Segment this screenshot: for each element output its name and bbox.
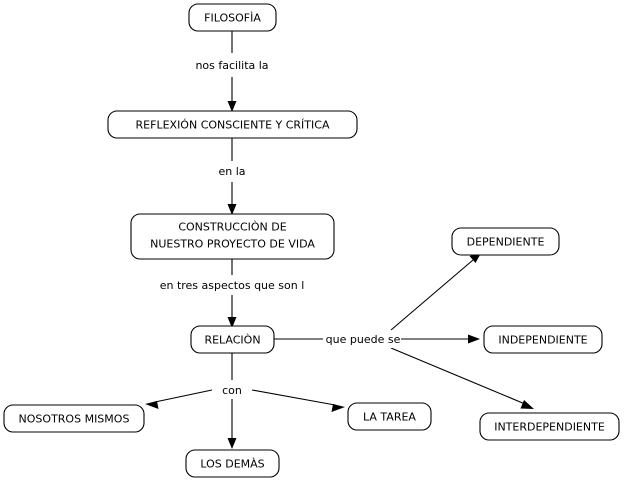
node-label: REFLEXIÓN CONSCIENTE Y CRÍTICA — [136, 119, 330, 132]
node-shape[interactable] — [188, 3, 277, 32]
node-relacion[interactable]: RELACIÒN — [190, 325, 275, 354]
node-label-line1: CONSTRUCCIÒN DE — [178, 221, 286, 234]
edge-label-text: que puede se — [326, 333, 401, 346]
edge-label-nos-facilita-la: nos facilita la — [180, 57, 284, 74]
edge-label-con: con — [214, 382, 250, 399]
arrowhead-icon — [227, 101, 237, 112]
edge-filosofia-to-reflexion — [227, 31, 237, 112]
node-shape[interactable] — [107, 110, 358, 139]
edge-label-text: en tres aspectos que son l — [160, 279, 305, 292]
arrowhead-icon — [145, 401, 159, 409]
node-los-demas[interactable]: LOS DEMÀS — [185, 449, 280, 478]
node-dependiente[interactable]: DEPENDIENTE — [451, 227, 560, 256]
node-shape[interactable] — [185, 449, 280, 478]
arrowhead-icon — [227, 438, 237, 449]
node-label: FILOSOFÌA — [204, 12, 261, 25]
node-shape[interactable] — [130, 213, 335, 260]
edge-label-text: en la — [218, 165, 245, 178]
node-label: INTERDEPENDIENTE — [494, 421, 605, 434]
edge-reflexion-to-construccion — [227, 137, 237, 215]
edge-label-en-la: en la — [207, 163, 257, 180]
node-shape[interactable] — [483, 325, 603, 354]
arrowhead-icon — [331, 404, 345, 412]
node-interdependiente[interactable]: INTERDEPENDIENTE — [479, 412, 620, 441]
node-shape[interactable] — [190, 325, 275, 354]
edge-que-puede-se-to-interdependiente — [390, 347, 534, 409]
node-label-line2: NUESTRO PROYECTO DE VIDA — [150, 238, 315, 251]
node-shape[interactable] — [451, 227, 560, 256]
node-label: RELACIÒN — [204, 334, 260, 347]
node-shape[interactable] — [479, 412, 620, 441]
node-reflexion-consciente-y-critica[interactable]: REFLEXIÓN CONSCIENTE Y CRÍTICA — [107, 110, 358, 139]
arrowhead-icon — [520, 400, 534, 409]
edge-label-que-puede-se: que puede se — [325, 331, 401, 348]
arrowhead-icon — [227, 204, 237, 215]
edge-construccion-to-relacion — [227, 258, 237, 328]
node-independiente[interactable]: INDEPENDIENTE — [483, 325, 603, 354]
node-filosofia[interactable]: FILOSOFÌA — [188, 3, 277, 32]
edge-con-to-nosotros-mismos — [145, 389, 213, 409]
node-shape[interactable] — [347, 402, 432, 431]
node-label: INDEPENDIENTE — [498, 334, 587, 347]
node-nosotros-mismos[interactable]: NOSOTROS MISMOS — [3, 404, 145, 433]
node-label: NOSOTROS MISMOS — [19, 413, 130, 426]
node-la-tarea[interactable]: LA TAREA — [347, 402, 432, 431]
edge-que-puede-se-to-dependiente — [390, 253, 481, 331]
node-label: LOS DEMÀS — [200, 458, 264, 471]
node-construccion-de-nuestro-proyecto-de-vida[interactable]: CONSTRUCCIÒN DE NUESTRO PROYECTO DE VIDA — [130, 213, 335, 260]
arrowhead-icon — [227, 317, 237, 328]
edge-label-text: con — [222, 384, 242, 397]
node-shape[interactable] — [3, 404, 145, 433]
arrowhead-icon — [468, 334, 480, 344]
edge-que-puede-se-to-independiente — [401, 334, 480, 344]
edge-con-to-la-tarea — [251, 389, 345, 412]
node-label: DEPENDIENTE — [467, 236, 545, 249]
edge-label-text: nos facilita la — [195, 59, 268, 72]
edge-label-en-tres-aspectos-que-son-l: en tres aspectos que son l — [141, 277, 323, 294]
node-label: LA TAREA — [363, 411, 416, 424]
